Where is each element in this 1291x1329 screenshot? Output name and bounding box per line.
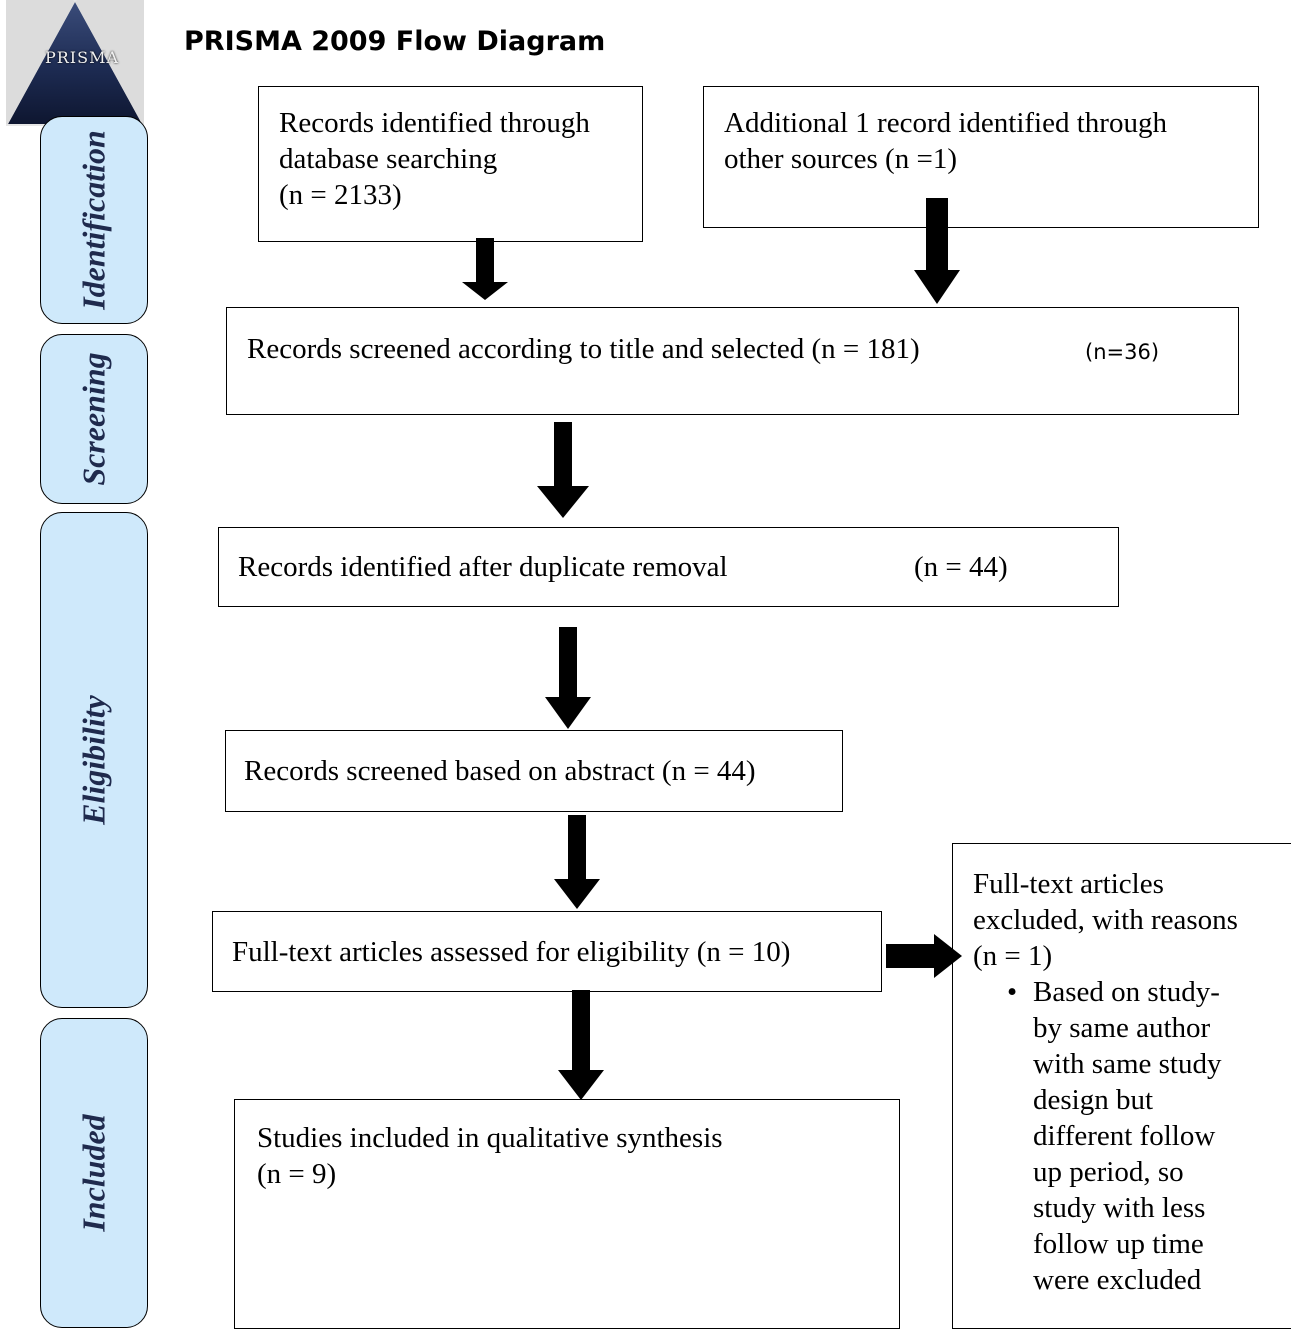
bullet-icon: • <box>1007 976 1018 1008</box>
box-screened-title: Records screened according to title and … <box>226 307 1239 415</box>
arrow-down-icon <box>545 627 591 729</box>
arrow-down-icon <box>914 198 960 304</box>
phase-identification: Identification <box>40 116 148 324</box>
box-included-studies: Studies included in qualitative synthesi… <box>234 1099 900 1329</box>
box-screened-title-text: Records screened according to title and … <box>247 333 920 365</box>
reason-line: up period, so <box>1033 1156 1184 1188</box>
box-after-duplicates: Records identified after duplicate remov… <box>218 527 1119 607</box>
reason-line: study with less <box>1033 1192 1206 1224</box>
arrow-down-icon <box>462 238 508 300</box>
page-title: PRISMA 2009 Flow Diagram <box>184 26 606 57</box>
box-database-line3: (n = 2133) <box>279 179 402 211</box>
phase-identification-label: Identification <box>75 130 112 310</box>
box-abstract-text: Records screened based on abstract (n = … <box>244 755 756 787</box>
phase-included: Included <box>40 1018 148 1328</box>
phase-eligibility-label: Eligibility <box>75 695 112 825</box>
phase-screening: Screening <box>40 334 148 504</box>
reason-line: different follow <box>1033 1120 1216 1152</box>
prisma-logo: PRISMA <box>6 0 144 126</box>
reason-line: with same study <box>1033 1048 1222 1080</box>
reason-line: by same author <box>1033 1012 1211 1044</box>
box-screened-title-extra: (n=36) <box>1085 340 1160 364</box>
box-additional-line1: Additional 1 record identified through <box>724 107 1167 139</box>
logo-text: PRISMA <box>44 48 120 67</box>
arrow-down-icon <box>554 815 600 909</box>
box-database-line1: Records identified through <box>279 107 590 139</box>
box-excluded-line1: Full-text articles <box>973 868 1164 900</box>
reason-line: Based on study- <box>1033 976 1220 1008</box>
phase-eligibility: Eligibility <box>40 512 148 1008</box>
box-included-line1: Studies included in qualitative synthesi… <box>257 1122 723 1154</box>
box-additional-line2: other sources (n =1) <box>724 143 957 175</box>
reason-line: design but <box>1033 1084 1154 1116</box>
box-database-line2: database searching <box>279 143 498 175</box>
reason-line: were excluded <box>1033 1264 1202 1296</box>
box-after-duplicates-count: (n = 44) <box>914 551 1008 583</box>
box-full-text-text: Full-text articles assessed for eligibil… <box>232 936 791 968</box>
box-excluded-articles: Full-text articles excluded, with reason… <box>952 843 1291 1329</box>
box-excluded-line3: (n = 1) <box>973 940 1053 972</box>
excluded-reason-item: • Based on study- by same author with sa… <box>1007 974 1291 1298</box>
box-abstract-screening: Records screened based on abstract (n = … <box>225 730 843 812</box>
phase-screening-label: Screening <box>75 352 112 486</box>
box-full-text-assessed: Full-text articles assessed for eligibil… <box>212 911 882 992</box>
arrow-down-icon <box>537 422 589 518</box>
box-database-records: Records identified through database sear… <box>258 86 643 242</box>
box-included-line2: (n = 9) <box>257 1158 337 1190</box>
excluded-reasons-list: • Based on study- by same author with sa… <box>973 974 1291 1298</box>
box-excluded-line2: excluded, with reasons <box>973 904 1238 936</box>
phase-included-label: Included <box>75 1114 112 1232</box>
arrow-right-icon <box>886 934 962 978</box>
box-after-duplicates-text: Records identified after duplicate remov… <box>238 551 728 583</box>
arrow-down-icon <box>558 990 604 1100</box>
box-additional-records: Additional 1 record identified through o… <box>703 86 1259 228</box>
reason-line: follow up time <box>1033 1228 1204 1260</box>
